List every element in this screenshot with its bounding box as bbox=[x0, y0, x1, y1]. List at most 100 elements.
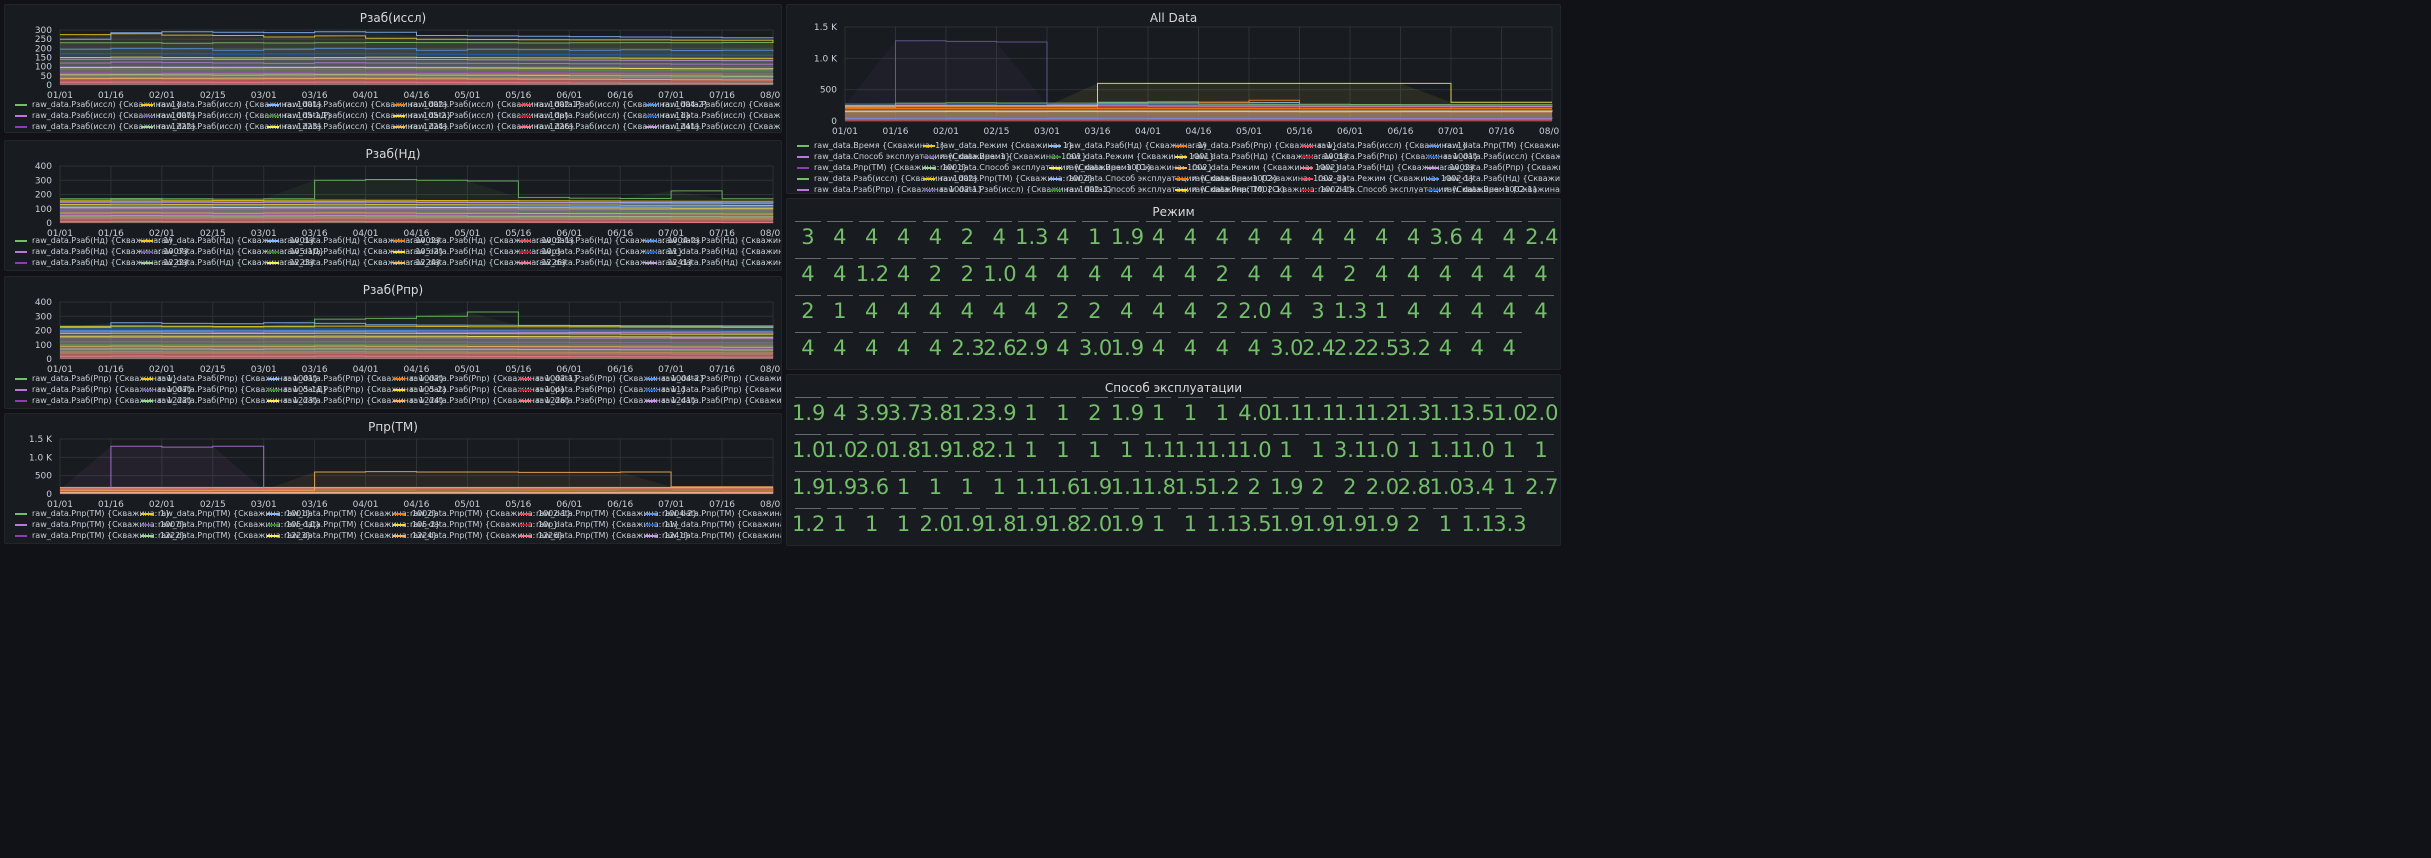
stat-cell[interactable]: 2 bbox=[1206, 295, 1238, 331]
stat-cell[interactable]: 2.5 bbox=[1366, 332, 1399, 368]
legend-item[interactable]: raw_data.Время {Скважина: 1001} bbox=[923, 149, 1087, 165]
stat-cell[interactable]: 4 bbox=[888, 332, 920, 368]
stat-cell[interactable]: 1.9 bbox=[792, 397, 825, 433]
stat-cell[interactable]: 1.0 bbox=[824, 434, 857, 470]
stat-cell[interactable]: 2 bbox=[1079, 295, 1111, 331]
stat-cell[interactable]: 3.1 bbox=[1334, 434, 1367, 470]
legend-item[interactable]: raw_data.Рзаб(Нд) {Скважина: 1006-2} bbox=[645, 233, 781, 249]
stat-cell[interactable]: 2.0 bbox=[920, 508, 953, 544]
stat-cell[interactable]: 4 bbox=[951, 295, 983, 331]
stat-cell[interactable]: 2.0 bbox=[1238, 295, 1272, 331]
stat-cell[interactable]: 3.5 bbox=[1461, 397, 1495, 433]
stat-cell[interactable]: 1.1 bbox=[1302, 397, 1335, 433]
stat-cell[interactable]: 1 bbox=[1047, 434, 1079, 470]
stat-cell[interactable]: 4 bbox=[1015, 295, 1047, 331]
stat-cell[interactable]: 4.0 bbox=[1238, 397, 1272, 433]
stat-cell[interactable]: 4 bbox=[1270, 258, 1302, 294]
stat-cell[interactable]: 4 bbox=[824, 258, 856, 294]
legend-item[interactable]: raw_data.Рпр(ТМ) {Скважина: 105-2} bbox=[267, 517, 440, 533]
stat-cell[interactable]: 4 bbox=[1143, 295, 1175, 331]
stat-cell[interactable]: 1.3 bbox=[1334, 295, 1367, 331]
legend-item[interactable]: raw_data.Рзаб(Нд) {Скважина: 1222} bbox=[15, 255, 189, 270]
stat-cell[interactable]: 1 bbox=[1175, 508, 1207, 544]
legend-item[interactable]: raw_data.Рзаб(иссл) {Скважина: 1} bbox=[15, 97, 181, 113]
stat-cell[interactable]: 1.9 bbox=[1270, 471, 1304, 507]
stat-cell[interactable]: 4 bbox=[824, 397, 856, 433]
legend-item[interactable]: raw_data.Рзаб(иссл) {Скважина: 1004-2} bbox=[519, 97, 708, 113]
legend-item[interactable]: raw_data.Время {Скважина: 1004-2} bbox=[1427, 182, 1560, 193]
legend-item[interactable]: raw_data.Рзаб(Рпр) {Скважина: 1002-1} bbox=[797, 182, 982, 193]
legend-item[interactable]: raw_data.Рзаб(Рпр) {Скважина: 1226} bbox=[393, 393, 570, 408]
stat-cell[interactable]: 2.0 bbox=[1366, 471, 1399, 507]
legend-item[interactable]: raw_data.Рзаб(Нд) {Скважина: 1002} bbox=[267, 233, 441, 249]
stat-cell[interactable]: 3.9 bbox=[983, 397, 1017, 433]
legend-item[interactable]: raw_data.Рзаб(Рпр) {Скважина: 1221} bbox=[645, 382, 781, 398]
stat-cell[interactable]: 4 bbox=[1525, 258, 1557, 294]
stat-cell[interactable]: 2.0 bbox=[1525, 397, 1559, 433]
stat-cell[interactable]: 2 bbox=[1302, 471, 1334, 507]
stat-cell[interactable]: 4 bbox=[888, 295, 920, 331]
stat-cell[interactable]: 4 bbox=[1430, 258, 1462, 294]
legend-item[interactable]: raw_data.Рзаб(иссл) {Скважина: 1} bbox=[1301, 138, 1467, 154]
stat-cell[interactable]: 2 bbox=[1079, 397, 1111, 433]
stat-cell[interactable]: 1.9 bbox=[920, 434, 953, 470]
legend-item[interactable]: raw_data.Рзаб(иссл) {Скважина: 105-2} bbox=[267, 108, 451, 124]
legend-item[interactable]: raw_data.Рзаб(Нд) {Скважина: 1001} bbox=[1175, 149, 1349, 165]
legend-item[interactable]: raw_data.Рпр(ТМ) {Скважина: 1002} bbox=[267, 506, 437, 522]
stat-cell[interactable]: 1.2 bbox=[1206, 471, 1240, 507]
stat-cell[interactable]: 4 bbox=[1143, 258, 1175, 294]
stat-cell[interactable]: 4 bbox=[1493, 295, 1525, 331]
legend-item[interactable]: raw_data.Рпр(ТМ) {Скважина: 105-1Д} bbox=[141, 517, 321, 533]
legend-item[interactable]: raw_data.Рзаб(Нд) {Скважина: 1223} bbox=[141, 255, 315, 270]
stat-cell[interactable]: 1.1 bbox=[1270, 397, 1304, 433]
stat-cell[interactable]: 1.3 bbox=[1398, 397, 1431, 433]
legend-item[interactable]: raw_data.Рпр(ТМ) {Скважина: 1002-1} bbox=[1175, 182, 1353, 193]
stat-cell[interactable]: 1.8 bbox=[1143, 471, 1176, 507]
stat-cell[interactable]: 3.6 bbox=[856, 471, 889, 507]
stat-cell[interactable]: 1.0 bbox=[1493, 397, 1527, 433]
stat-cell[interactable]: 1.1 bbox=[1206, 508, 1240, 544]
stat-cell[interactable]: 4 bbox=[920, 221, 952, 257]
stat-cell[interactable]: 1.9 bbox=[1334, 508, 1367, 544]
legend-item[interactable]: raw_data.Рзаб(иссл) {Скважина: 1244} bbox=[645, 119, 781, 132]
stat-cell[interactable]: 2 bbox=[951, 221, 983, 257]
stat-cell[interactable]: 3.2 bbox=[1398, 332, 1431, 368]
legend-item[interactable]: raw_data.Рпр(ТМ) {Скважина: 1} bbox=[15, 506, 170, 522]
legend-item[interactable]: raw_data.Рзаб(Нд) {Скважина: 105-2} bbox=[267, 244, 444, 260]
stat-cell[interactable]: 1 bbox=[1270, 434, 1302, 470]
stat-cell[interactable]: 4 bbox=[1461, 221, 1493, 257]
stat-cell[interactable]: 3.4 bbox=[1461, 471, 1495, 507]
stat-cell[interactable]: 2 bbox=[1047, 295, 1079, 331]
stat-cell[interactable]: 1 bbox=[1079, 221, 1111, 257]
legend-item[interactable]: raw_data.Рзаб(иссл) {Скважина: 1002-1} bbox=[923, 182, 1112, 193]
stat-cell[interactable]: 3.5 bbox=[1238, 508, 1272, 544]
stat-cell[interactable]: 1 bbox=[1430, 508, 1462, 544]
stat-cell[interactable]: 2.4 bbox=[1302, 332, 1335, 368]
stat-cell[interactable]: 3.8 bbox=[920, 397, 953, 433]
stat-cell[interactable]: 1 bbox=[1493, 434, 1525, 470]
legend-item[interactable]: raw_data.Рпр(ТМ) {Скважина: 10р} bbox=[393, 517, 558, 533]
stat-cell[interactable]: 1 bbox=[983, 471, 1015, 507]
stat-cell[interactable]: 4 bbox=[983, 295, 1015, 331]
legend-item[interactable]: raw_data.Время {Скважина: 1002-1} bbox=[1175, 171, 1347, 187]
stat-cell[interactable]: 1.9 bbox=[1111, 508, 1144, 544]
legend-item[interactable]: raw_data.Рзаб(Рпр) {Скважина: 1004-2} bbox=[519, 371, 704, 387]
stat-cell[interactable]: 4 bbox=[1175, 332, 1207, 368]
stat-cell[interactable]: 1.1 bbox=[1111, 471, 1144, 507]
stat-cell[interactable]: 1 bbox=[1493, 471, 1525, 507]
stat-cell[interactable]: 4 bbox=[824, 332, 856, 368]
legend-item[interactable]: raw_data.Рзаб(Рпр) {Скважина: 105-1Д} bbox=[141, 382, 328, 398]
stat-cell[interactable]: 4 bbox=[1334, 221, 1366, 257]
legend-item[interactable]: raw_data.Рзаб(Рпр) {Скважина: 1001} bbox=[1301, 149, 1478, 165]
stat-cell[interactable]: 1.3 bbox=[1015, 221, 1049, 257]
stat-cell[interactable]: 3.9 bbox=[856, 397, 889, 433]
stat-cell[interactable]: 1.8 bbox=[983, 508, 1017, 544]
stat-cell[interactable]: 4 bbox=[792, 332, 824, 368]
legend-item[interactable]: raw_data.Рпр(ТМ) {Скважина: 1241} bbox=[519, 528, 689, 543]
legend-item[interactable]: raw_data.Режим {Скважина: 1001} bbox=[1049, 149, 1214, 165]
stat-cell[interactable]: 1 bbox=[888, 508, 920, 544]
stat-cell[interactable]: 1.9 bbox=[1366, 508, 1399, 544]
stat-cell[interactable]: 2.6 bbox=[983, 332, 1017, 368]
